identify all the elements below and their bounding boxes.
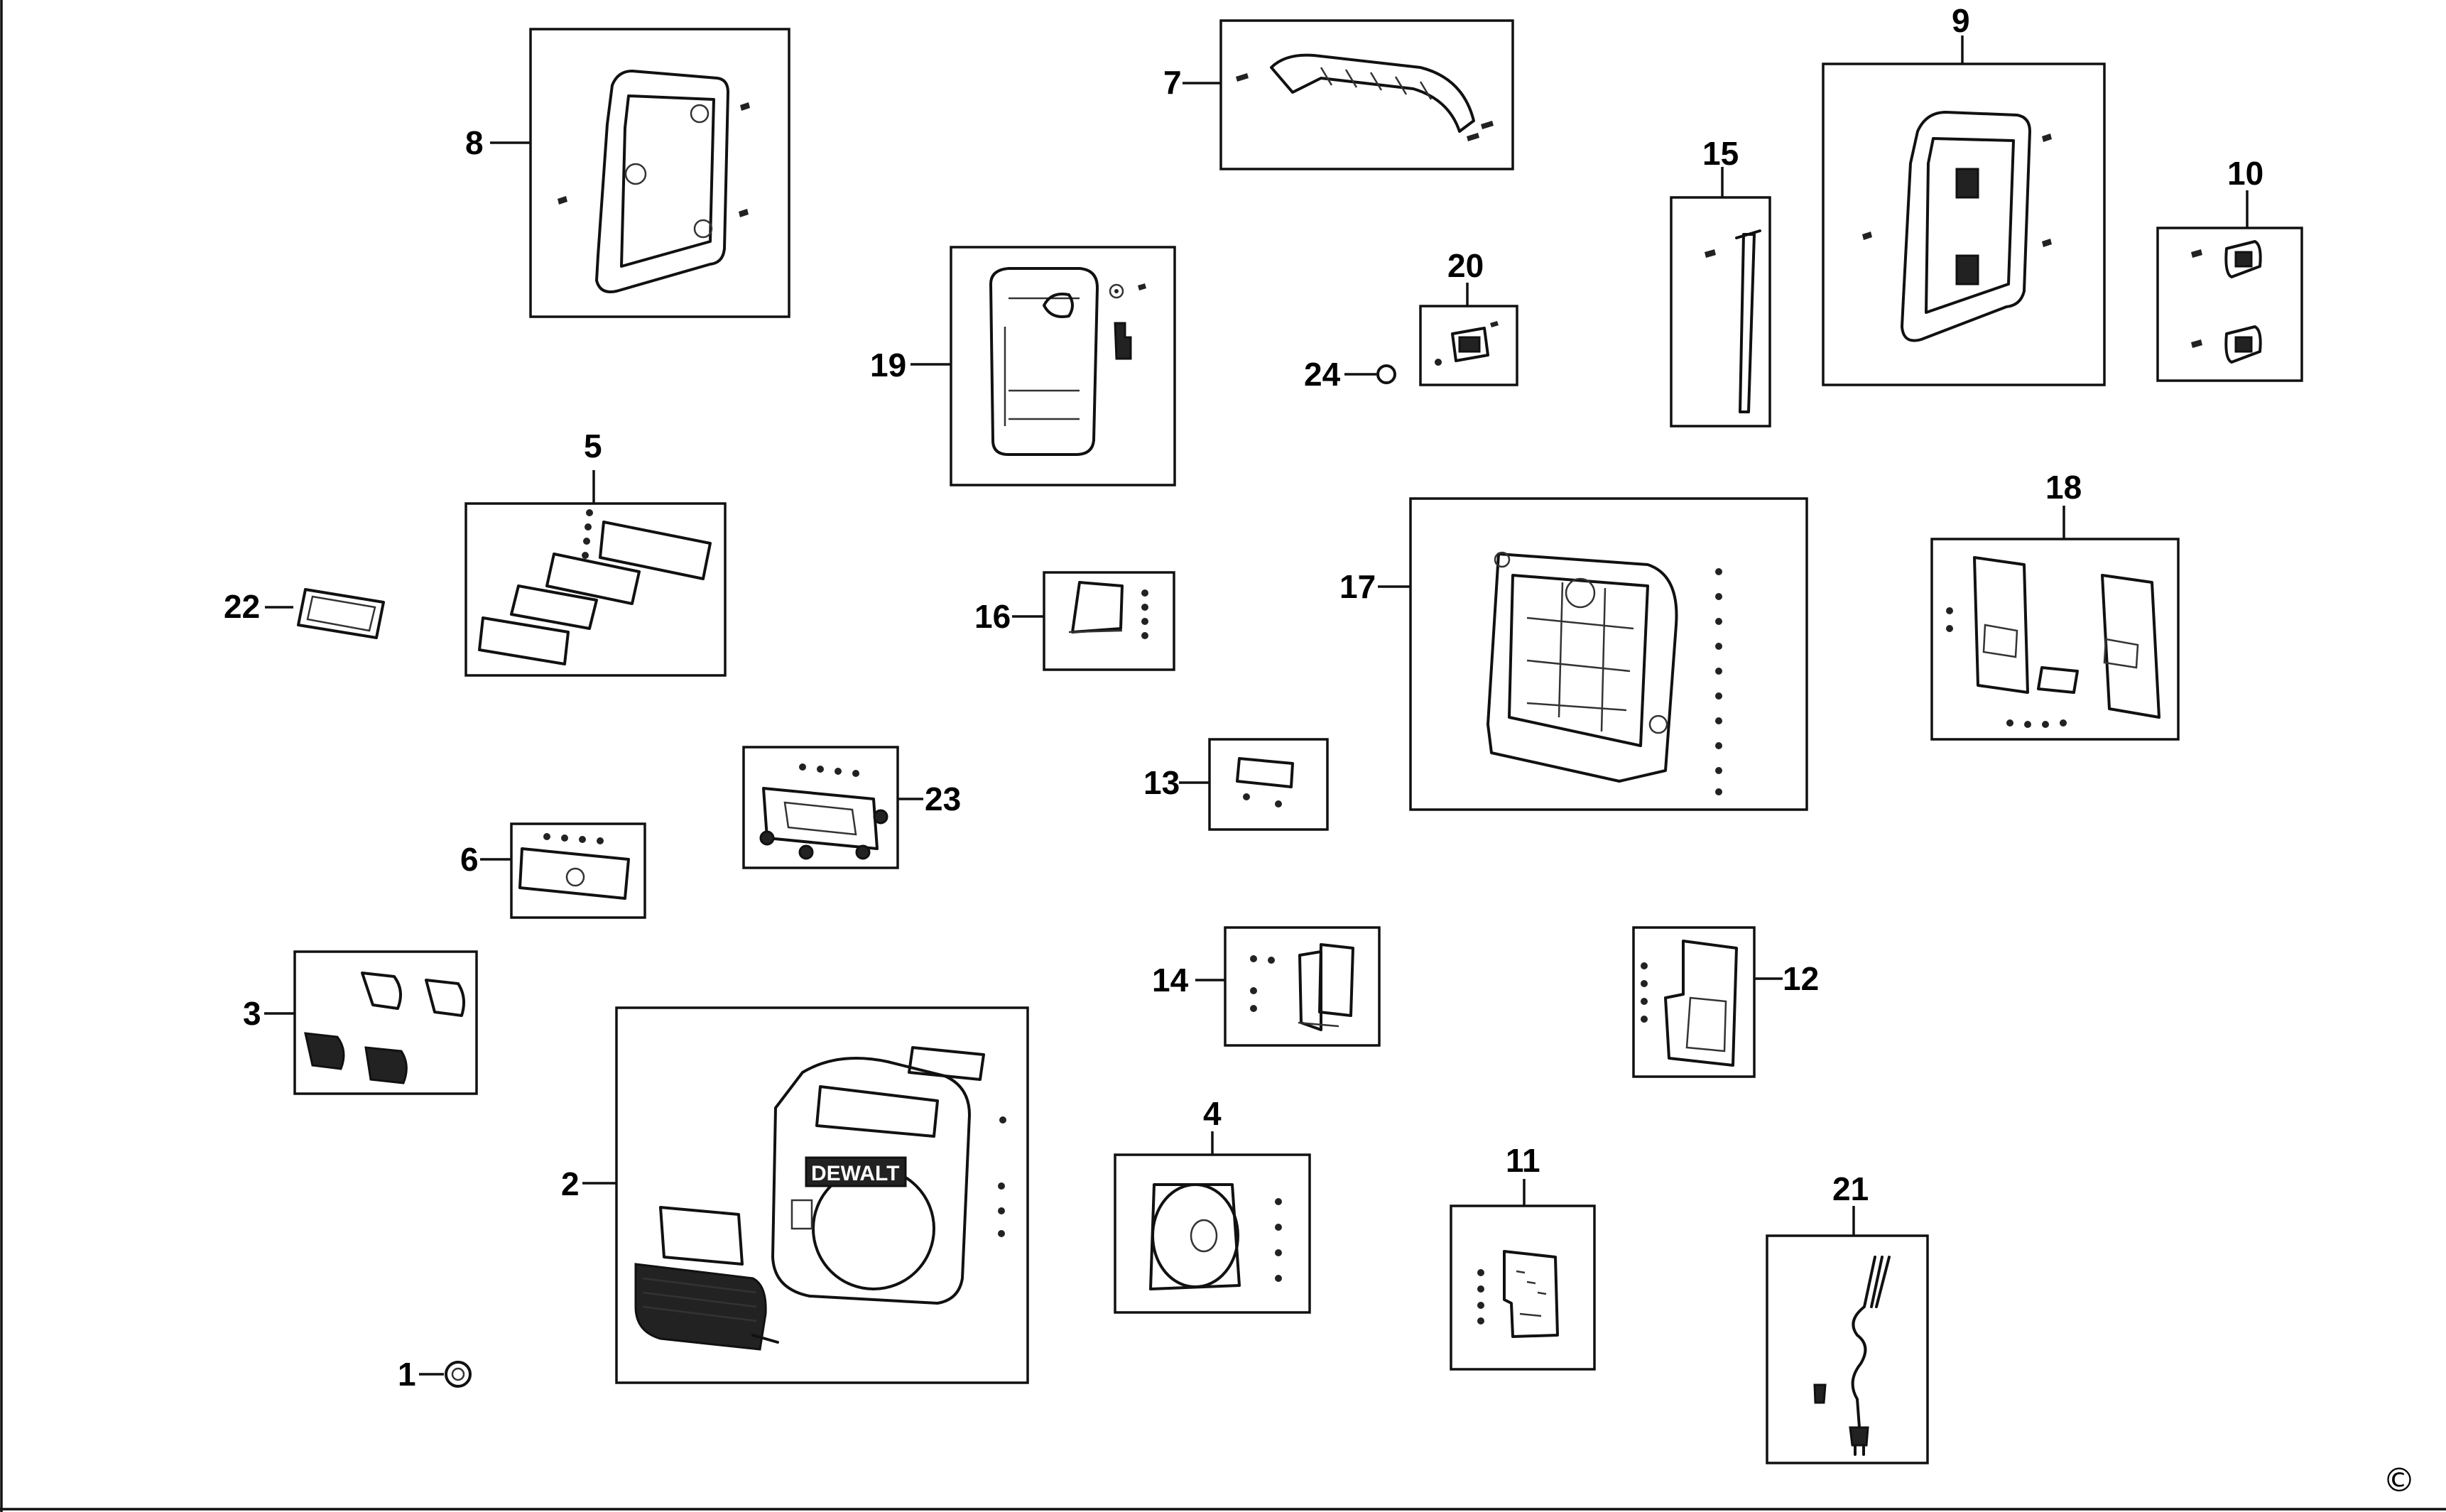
bracket-icon xyxy=(1068,581,1148,639)
antenna-icon xyxy=(1705,229,1761,413)
part-6[interactable]: 6 xyxy=(460,822,646,919)
part-15-label: 15 xyxy=(1702,135,1739,172)
part-19-label: 19 xyxy=(870,347,906,384)
main-pcb-icon xyxy=(1477,1250,1559,1338)
part-10[interactable]: 10 xyxy=(2156,155,2303,382)
part-16-label: 16 xyxy=(974,598,1011,635)
part-22-label: 22 xyxy=(224,588,260,625)
part-2[interactable]: 2 DEWALT xyxy=(561,1006,1029,1384)
part-18[interactable]: 18 xyxy=(1930,469,2180,741)
lens-icon xyxy=(297,588,385,639)
part-22[interactable]: 22 xyxy=(224,588,385,639)
part-17[interactable]: 17 xyxy=(1339,497,1808,811)
part-1[interactable]: 1 xyxy=(398,1356,472,1393)
part-20-label: 20 xyxy=(1447,247,1484,284)
power-cord-icon xyxy=(1813,1256,1891,1456)
part-8[interactable]: 8 xyxy=(465,28,790,318)
part-6-label: 6 xyxy=(460,841,479,878)
part-18-label: 18 xyxy=(2045,469,2082,506)
part-5[interactable]: 5 xyxy=(464,428,727,677)
transformer-icon xyxy=(1250,943,1354,1031)
pcb-assembly-icon xyxy=(1946,556,2160,728)
part-21[interactable]: 21 xyxy=(1766,1170,1929,1464)
part-17-label: 17 xyxy=(1339,568,1376,605)
part-21-label: 21 xyxy=(1832,1170,1869,1207)
part-9[interactable]: 9 xyxy=(1822,2,2106,386)
part-5-label: 5 xyxy=(584,428,602,464)
part-4[interactable]: 4 xyxy=(1114,1095,1311,1314)
part-13[interactable]: 13 xyxy=(1143,738,1329,831)
mounting-bracket-icon xyxy=(759,763,888,860)
part-15[interactable]: 15 xyxy=(1670,135,1771,428)
battery-door-icon xyxy=(989,267,1146,456)
part-7-label: 7 xyxy=(1163,64,1182,101)
clip-pair-icon xyxy=(2191,240,2262,364)
part-4-label: 4 xyxy=(1203,1095,1222,1132)
main-housing-icon xyxy=(1486,551,1722,795)
part-20[interactable]: 20 xyxy=(1419,247,1518,386)
part-19[interactable]: 19 xyxy=(870,246,1176,486)
part-12-label: 12 xyxy=(1783,960,1819,997)
side-frame-left-icon xyxy=(558,70,750,293)
keypad-board-icon xyxy=(518,833,630,900)
part-8-label: 8 xyxy=(465,124,484,161)
part-2-label: 2 xyxy=(561,1165,580,1202)
part-3-label: 3 xyxy=(243,995,261,1032)
side-frame-right-icon xyxy=(1862,111,2052,342)
part-11-label: 11 xyxy=(1506,1142,1540,1179)
part-23-label: 23 xyxy=(925,781,961,817)
part-10-label: 10 xyxy=(2227,155,2263,192)
knob-icon xyxy=(445,1361,472,1388)
part-16[interactable]: 16 xyxy=(974,571,1175,671)
radio-body-icon: DEWALT xyxy=(634,1046,1006,1351)
part-24[interactable]: 24 xyxy=(1304,356,1396,393)
part-9-label: 9 xyxy=(1952,2,1970,39)
housing-screws xyxy=(1715,568,1722,795)
brand-logo-text: DEWALT xyxy=(811,1162,899,1185)
part-7[interactable]: 7 xyxy=(1163,19,1514,170)
part-23[interactable]: 23 xyxy=(742,746,961,869)
part-13-label: 13 xyxy=(1143,764,1180,801)
part-12[interactable]: 12 xyxy=(1632,926,1819,1078)
carry-handle-icon xyxy=(1236,53,1494,141)
part-24-label: 24 xyxy=(1304,356,1341,393)
part-14-label: 14 xyxy=(1152,962,1189,999)
copyright-mark: © xyxy=(2383,1461,2415,1499)
power-board-icon xyxy=(1641,940,1738,1067)
part-14[interactable]: 14 xyxy=(1152,926,1381,1047)
switch-plate-icon xyxy=(1435,321,1499,366)
speaker-icon xyxy=(1149,1183,1282,1290)
part-1-label: 1 xyxy=(398,1356,416,1393)
bumper-set-icon xyxy=(304,972,466,1084)
display-assembly-icon xyxy=(478,509,712,665)
part-3[interactable]: 3 xyxy=(243,950,478,1095)
part-11[interactable]: 11 xyxy=(1450,1142,1596,1371)
small-board-icon xyxy=(1236,757,1294,807)
